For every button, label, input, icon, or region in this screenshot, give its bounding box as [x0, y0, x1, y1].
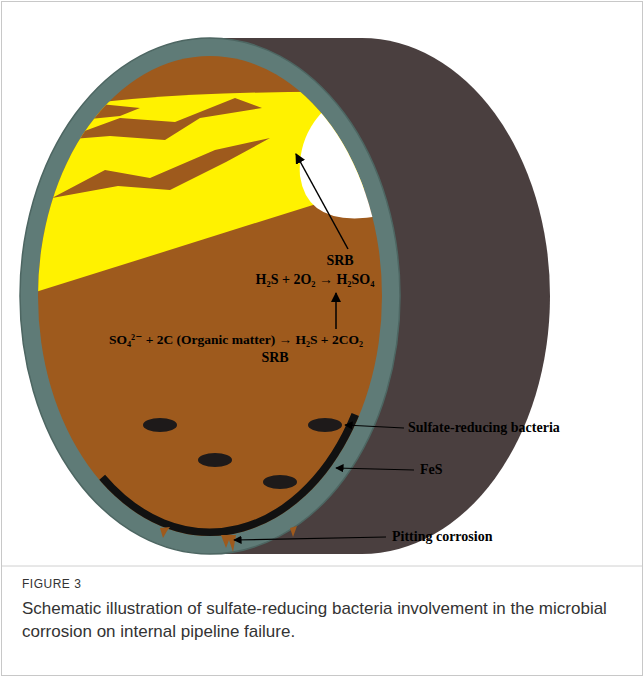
- bacterium: [143, 418, 177, 432]
- bacterium: [263, 475, 297, 489]
- catalyst-label: SRB: [326, 253, 353, 270]
- leader-arrow: [296, 154, 348, 249]
- figure-number: FIGURE 3: [22, 577, 81, 591]
- leader-arrow: [345, 425, 404, 428]
- leader-arrow: [336, 468, 414, 470]
- callout-label: FeS: [420, 462, 443, 479]
- bacterium: [198, 453, 232, 467]
- corrosion-pit: [221, 535, 236, 552]
- leader-arrow: [234, 537, 386, 540]
- caption-rule: [2, 566, 642, 567]
- callout-label: Sulfate-reducing bacteria: [408, 420, 560, 437]
- reaction-arrow: [335, 293, 337, 329]
- corrosion-pit: [160, 527, 170, 538]
- reaction-equation: SO₄²⁻ + 2C (Organic matter) → H₂S + 2CO₂: [109, 332, 363, 348]
- reaction-equation: H₂S + 2O₂ → H₂SO₄: [256, 272, 375, 289]
- fes-layer: [99, 416, 359, 536]
- callout-label: Pitting corrosion: [392, 529, 492, 546]
- catalyst-label: SRB: [261, 350, 288, 367]
- corrosion-pit: [290, 526, 297, 537]
- bacterium: [308, 418, 342, 432]
- pipe-interior: [30, 50, 390, 550]
- figure-caption: Schematic illustration of sulfate-reduci…: [22, 598, 622, 644]
- pipe-wall: [20, 38, 400, 554]
